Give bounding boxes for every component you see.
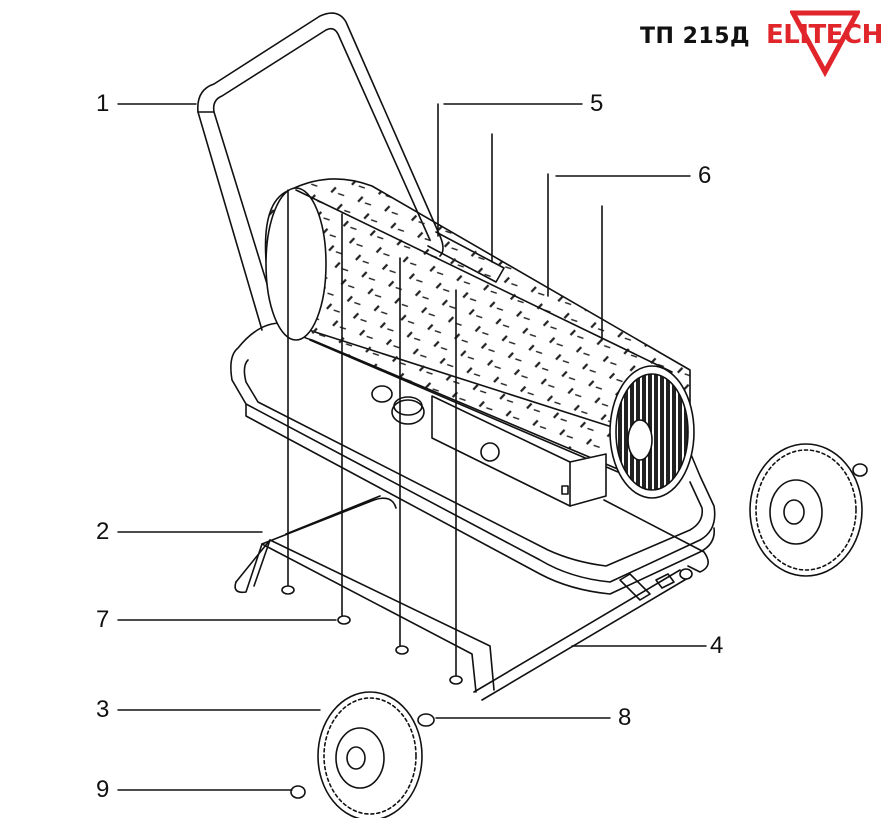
control-box xyxy=(431,395,607,507)
left-wheel xyxy=(290,691,435,818)
callout-6: 6 xyxy=(698,162,712,189)
callout-9: 9 xyxy=(96,776,110,803)
callout-4: 4 xyxy=(710,632,724,659)
callout-2: 2 xyxy=(96,518,110,545)
callout-3: 3 xyxy=(96,696,110,723)
leader-lines xyxy=(117,103,707,791)
brand-logo-text: ELITECH xyxy=(766,20,883,50)
callout-7: 7 xyxy=(96,606,110,633)
rear-grill xyxy=(609,365,695,499)
callout-5: 5 xyxy=(590,90,604,117)
right-wheel xyxy=(679,443,868,580)
long-bolts xyxy=(287,103,603,681)
stand-frame xyxy=(234,495,495,693)
model-label: ТП 215Д xyxy=(640,24,751,49)
callout-8: 8 xyxy=(618,704,632,731)
elitech-logo-icon xyxy=(790,10,860,78)
burner-cylinder xyxy=(264,178,691,479)
fuel-cap xyxy=(371,385,425,425)
callout-1: 1 xyxy=(96,90,110,117)
nuts xyxy=(281,585,463,685)
axle xyxy=(473,499,709,701)
